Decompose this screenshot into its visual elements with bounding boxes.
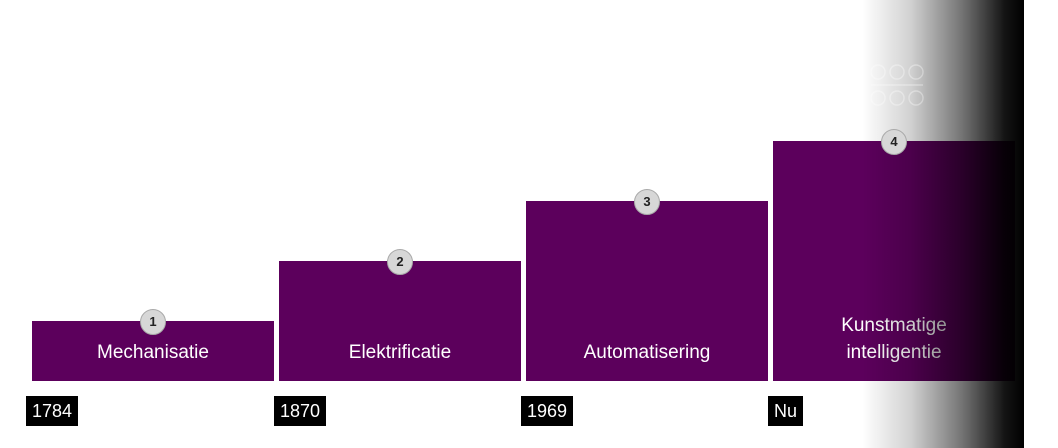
decorative-pattern-icon bbox=[870, 64, 924, 106]
step-4-block: Kunstmatige intelligentie bbox=[773, 141, 1015, 381]
year-label-1: 1784 bbox=[26, 396, 79, 426]
step-4-label: Kunstmatige intelligentie bbox=[841, 315, 947, 363]
step-2-block: Elektrificatie bbox=[279, 261, 521, 381]
step-4-badge: 4 bbox=[881, 129, 907, 155]
step-1-badge: 1 bbox=[140, 309, 166, 335]
step-3-block: Automatisering bbox=[526, 201, 768, 381]
year-label-2: 1870 bbox=[274, 396, 327, 426]
year-label-3: 1969 bbox=[521, 396, 574, 426]
step-2-label: Elektrificatie bbox=[348, 342, 452, 363]
step-2-badge: 2 bbox=[387, 249, 413, 275]
step-3-badge: 3 bbox=[634, 189, 660, 215]
year-label-4: Nu bbox=[768, 396, 804, 426]
step-1-label: Mechanisatie bbox=[97, 342, 209, 363]
step-3-label: Automatisering bbox=[583, 342, 711, 363]
